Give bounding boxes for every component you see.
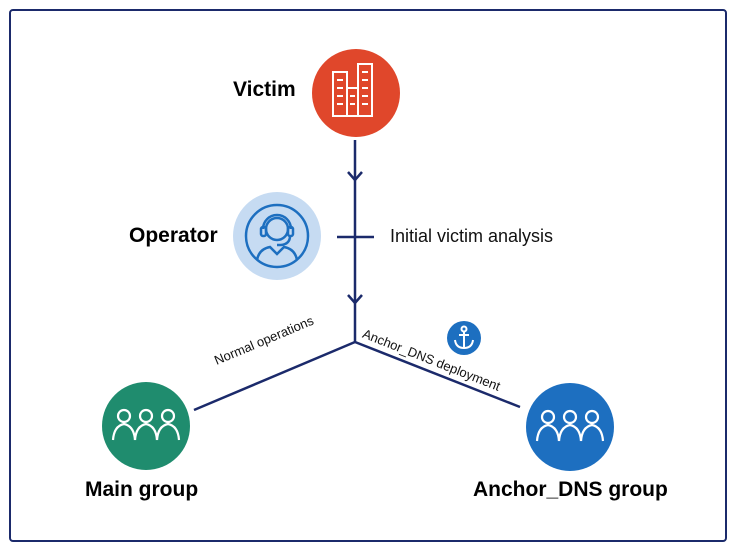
anchor-dns-group-label: Anchor_DNS group [473, 478, 668, 501]
normal-operations-line [193, 340, 356, 412]
operator-label: Operator [129, 224, 218, 247]
headset-operator-icon [244, 203, 310, 269]
victim-label: Victim [233, 78, 296, 101]
arrow-down-2 [347, 294, 363, 305]
group-icon [535, 409, 605, 442]
group-icon [111, 408, 181, 441]
anchor-dns-deployment-line [354, 340, 521, 409]
anchor-dns-group-node [526, 383, 614, 471]
victim-node [312, 49, 400, 137]
operator-node [233, 192, 321, 280]
anchor-icon [454, 325, 474, 350]
buildings-icon [332, 63, 373, 117]
initial-analysis-label: Initial victim analysis [390, 226, 554, 246]
main-group-node [102, 382, 190, 470]
arrow-down-1 [347, 171, 363, 182]
main-group-label: Main group [85, 478, 199, 501]
anchor-badge [447, 321, 481, 355]
diagram-frame [9, 9, 727, 542]
